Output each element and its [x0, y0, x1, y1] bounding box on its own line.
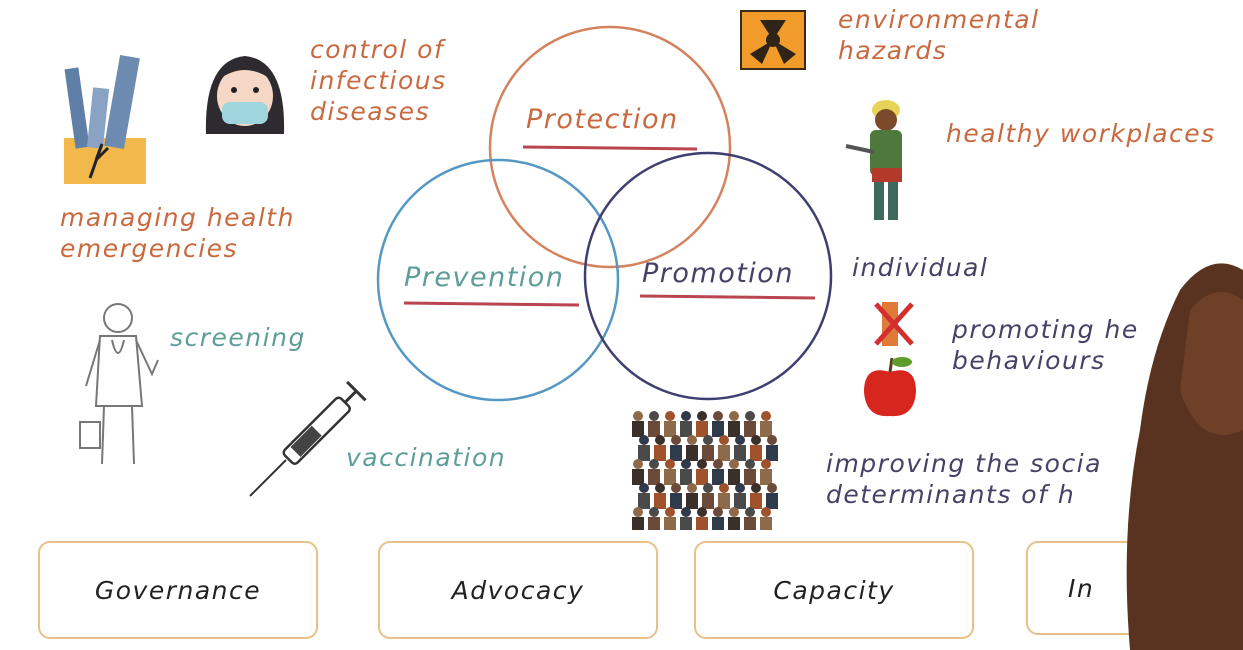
worker-icon [845, 100, 902, 220]
workplaces-label: healthy workplaces [946, 119, 1216, 148]
prevention-title: Prevention [404, 262, 565, 293]
promotion-underline [639, 294, 816, 300]
individual-label: individual [852, 253, 989, 282]
infectious-label: control of infectious diseases [310, 35, 447, 126]
promotion-circle [583, 151, 833, 401]
city-emergency-icon [64, 54, 146, 184]
advocacy-box: Advocacy [378, 541, 658, 639]
prevention-circle [376, 158, 620, 402]
masked-person-icon [205, 56, 285, 134]
crowd-icon [632, 411, 778, 530]
behaviours-label: promoting he behaviours [952, 315, 1139, 375]
protection-title: Protection [526, 104, 679, 135]
governance-box: Governance [38, 541, 318, 639]
capacity-label: Capacity [773, 575, 895, 605]
screening-label: screening [170, 323, 306, 352]
capacity-box: Capacity [694, 541, 974, 639]
no-smoking-icon [874, 302, 914, 346]
vaccination-label: vaccination [346, 443, 507, 472]
environmental-label: environmental hazards [838, 5, 1040, 65]
emergencies-label: managing health emergencies [60, 203, 295, 263]
information-label: In [1068, 573, 1095, 603]
promotion-title: Promotion [642, 258, 794, 289]
apple-icon [864, 357, 916, 417]
social-determinants-label: improving the socia determinants of h [826, 449, 1102, 509]
protection-circle [488, 25, 732, 269]
governance-label: Governance [94, 575, 262, 605]
biohazard-sign-icon [740, 10, 806, 70]
protection-underline [522, 145, 698, 151]
doctor-icon [79, 303, 159, 465]
syringe-icon [249, 380, 367, 497]
presenter-hand-icon [1126, 263, 1243, 650]
prevention-underline [403, 301, 580, 307]
advocacy-label: Advocacy [451, 575, 585, 605]
